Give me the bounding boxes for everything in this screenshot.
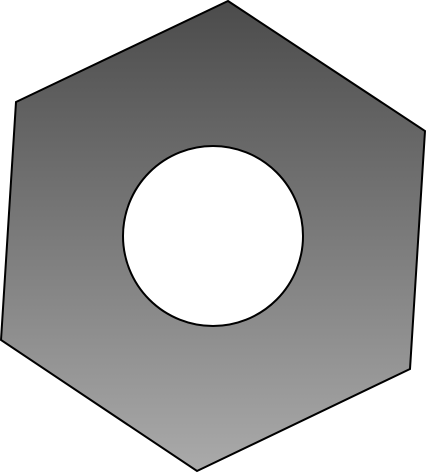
hex-nut-hole xyxy=(122,145,304,327)
